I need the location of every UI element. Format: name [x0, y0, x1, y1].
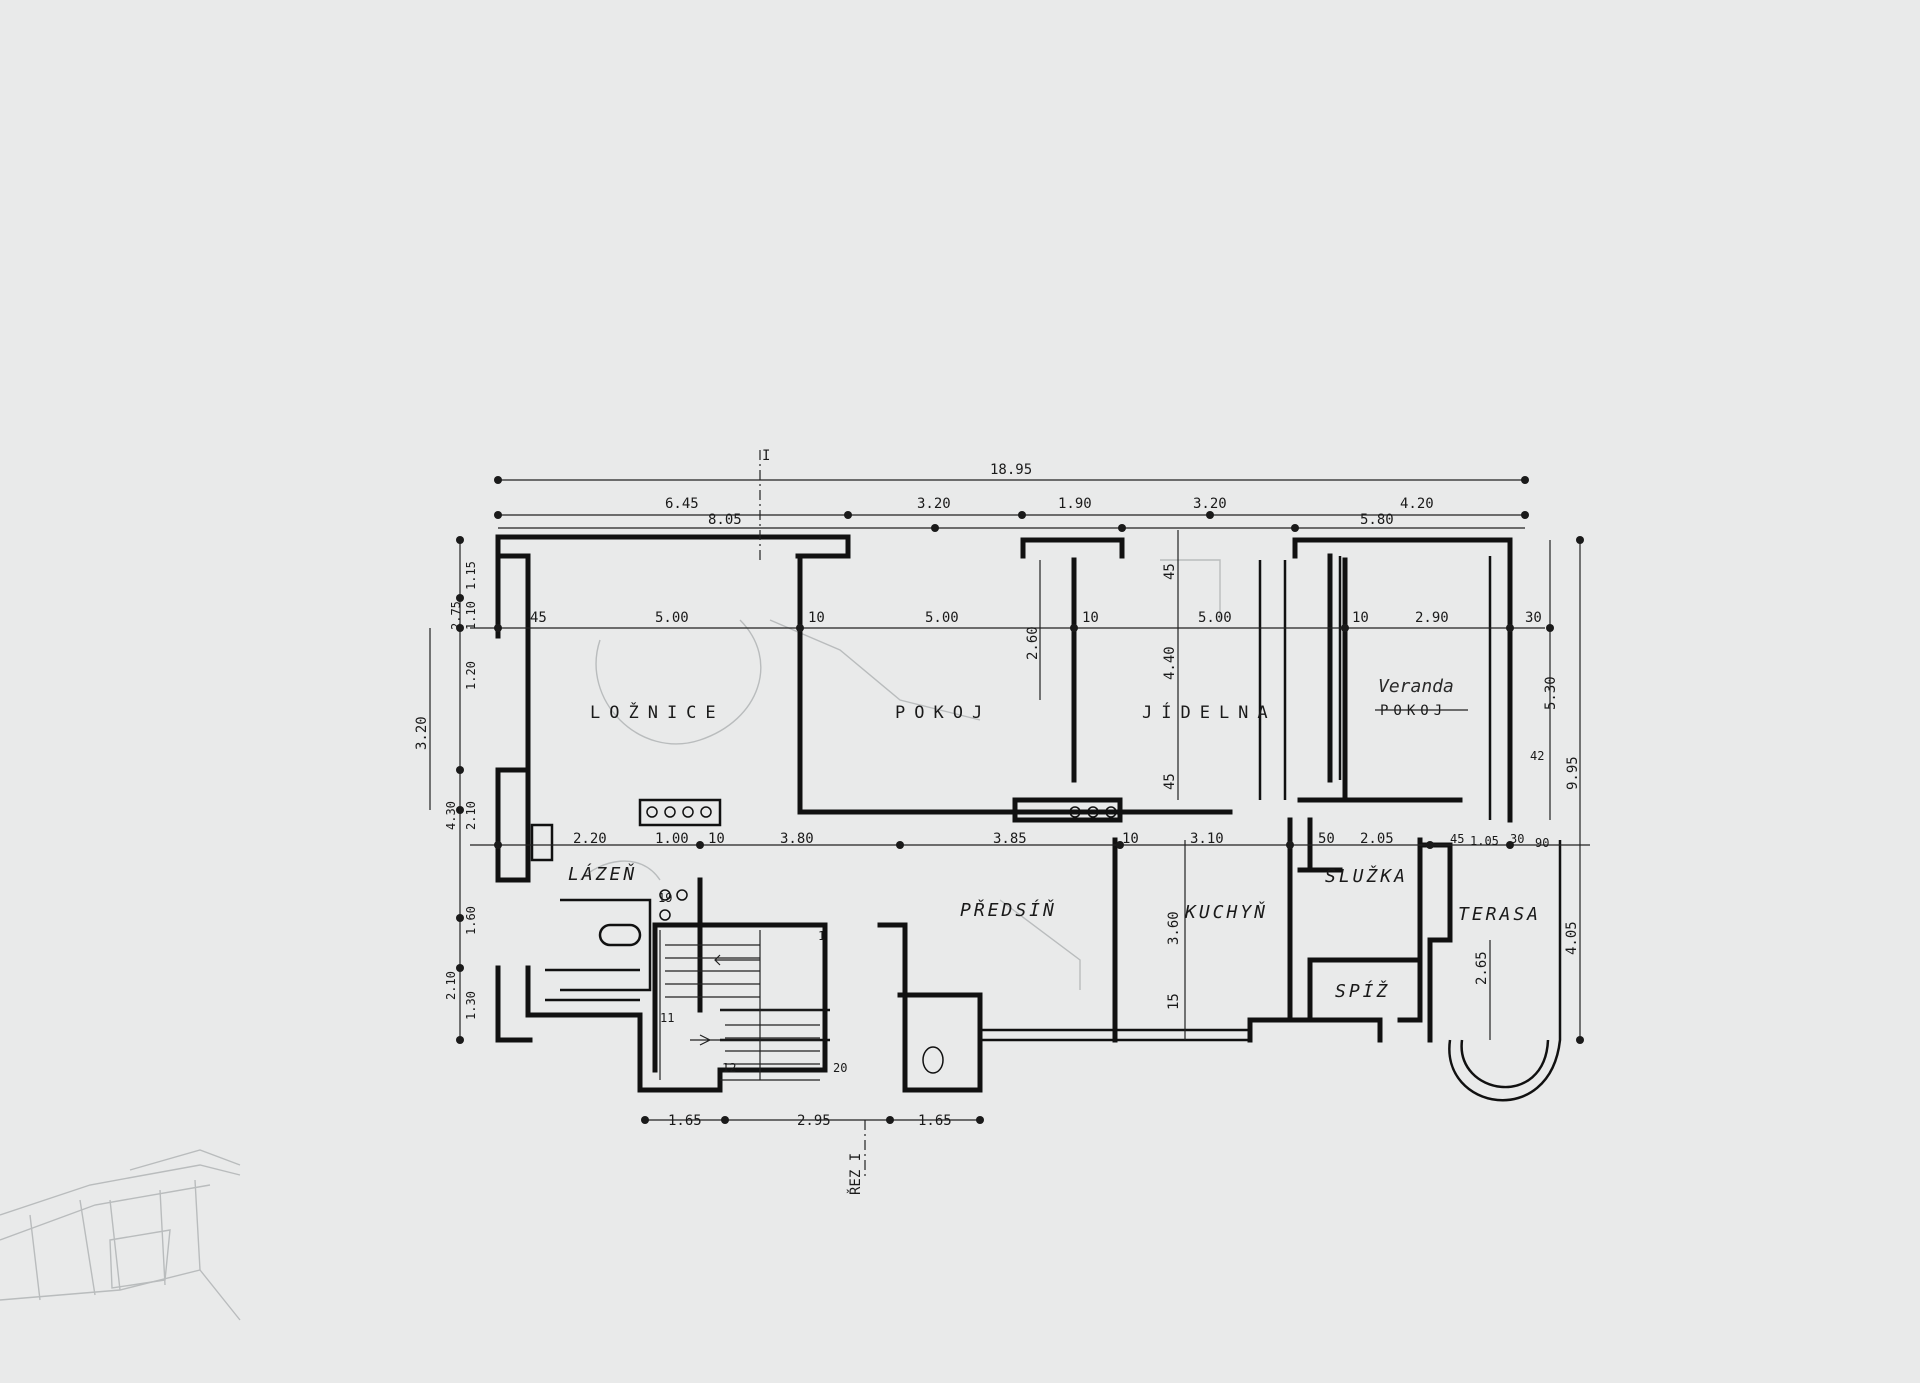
dim-mid-10a: 10 [708, 831, 725, 847]
stair-number-20: 20 [833, 1061, 847, 1075]
stair-number-19: 19 [658, 891, 672, 905]
dim-mid-3-85: 3.85 [993, 831, 1027, 847]
room-label-pokoj: POKOJ [895, 703, 991, 723]
dim-bot-1-65b: 1.65 [918, 1113, 952, 1129]
dim-total-width: 18.95 [990, 462, 1032, 478]
dim-row-5-00c: 5.00 [1198, 610, 1232, 626]
dim-left-1-60: 1.60 [464, 906, 478, 935]
dim-mid-3-10: 3.10 [1190, 831, 1224, 847]
dim-row-45: 45 [530, 610, 547, 626]
dim-left-1-10: 1.10 [464, 601, 478, 630]
room-label-jidelna: JÍDELNA [1142, 701, 1277, 723]
dim-mid-90: 90 [1535, 836, 1549, 850]
section-label: ŘEZ I [847, 1153, 864, 1195]
dim-v-15: 15 [1166, 993, 1182, 1010]
walls [495, 534, 1562, 1102]
dim-1-90: 1.90 [1058, 496, 1092, 512]
dimension-labels: 18.95 6.45 8.05 3.20 1.90 3.20 4.20 5.80… [414, 462, 1581, 1129]
dim-bot-2-95: 2.95 [797, 1113, 831, 1129]
dim-mid-45: 45 [1450, 832, 1464, 846]
room-label-lazen: LÁZEŇ [568, 863, 637, 885]
dim-row-30: 30 [1525, 610, 1542, 626]
dimension-lines [429, 450, 1590, 1180]
dim-left-1-30: 1.30 [464, 991, 478, 1020]
dim-6-45: 6.45 [665, 496, 699, 512]
dim-v-2-60: 2.60 [1025, 626, 1041, 660]
dim-8-05: 8.05 [708, 512, 742, 528]
pencil-sketch [0, 1149, 241, 1321]
dim-v-4-40: 4.40 [1162, 646, 1178, 680]
room-label-loznice: LOŽNICE [590, 701, 725, 723]
pencil-note-42: 42 [1530, 749, 1544, 763]
dim-row-5-00b: 5.00 [925, 610, 959, 626]
stair-number-11: 11 [660, 1011, 674, 1025]
dimension-ticks [456, 476, 1584, 1124]
room-label-terasa: TERASA [1458, 904, 1541, 925]
room-label-veranda: Veranda [1378, 676, 1454, 697]
dim-v-3-60: 3.60 [1166, 911, 1182, 945]
dim-row-10b: 10 [1082, 610, 1099, 626]
room-label-sluzka: SLUŽKA [1325, 865, 1408, 887]
room-label-kuchyn: KUCHYŇ [1184, 901, 1268, 923]
dim-mid-2-20: 2.20 [573, 831, 607, 847]
stair-number-12: 12 [722, 1061, 736, 1075]
dim-v-2-65: 2.65 [1474, 951, 1490, 985]
dim-row-5-00a: 5.00 [655, 610, 689, 626]
dim-v-4-05: 4.05 [1564, 921, 1580, 955]
dim-row-2-90: 2.90 [1415, 610, 1449, 626]
dim-left-1-20: 1.20 [464, 661, 478, 690]
dim-mid-10b: 10 [1122, 831, 1139, 847]
room-label-predsin: PŘEDSÍŇ [960, 899, 1057, 921]
dim-4-20: 4.20 [1400, 496, 1434, 512]
room-label-veranda-struck: POKOJ [1380, 703, 1447, 719]
dim-5-80: 5.80 [1360, 512, 1394, 528]
dim-left-4-30: 4.30 [444, 801, 458, 830]
stair-number-1: 1 [818, 929, 825, 943]
section-mark-top: I [762, 448, 770, 464]
dim-v-5-30: 5.30 [1543, 676, 1559, 710]
dim-mid-1-05: 1.05 [1470, 834, 1499, 848]
dim-left-3-20: 3.20 [414, 716, 430, 750]
room-labels: LOŽNICE POKOJ JÍDELNA Veranda POKOJ LÁZE… [568, 448, 1541, 1195]
dim-bot-1-65a: 1.65 [668, 1113, 702, 1129]
dim-mid-1-00: 1.00 [655, 831, 689, 847]
dim-row-10a: 10 [808, 610, 825, 626]
staircase [659, 930, 820, 1081]
dim-v-45a: 45 [1162, 563, 1178, 580]
dim-mid-3-80: 3.80 [780, 831, 814, 847]
dim-row-10c: 10 [1352, 610, 1369, 626]
dim-left-2-10b: 2.10 [444, 971, 458, 1000]
dim-v-45b: 45 [1162, 773, 1178, 790]
dim-v-9-95: 9.95 [1565, 756, 1581, 790]
dim-left-1-15: 1.15 [464, 561, 478, 590]
pencil-overlay [579, 559, 1221, 990]
dim-mid-2-05: 2.05 [1360, 831, 1394, 847]
room-label-spiz: SPÍŽ [1335, 980, 1390, 1002]
dim-mid-50: 50 [1318, 831, 1335, 847]
dim-3-20b: 3.20 [1193, 496, 1227, 512]
dim-left-2-75: 2.75 [449, 601, 463, 630]
dim-left-2-10a: 2.10 [464, 801, 478, 830]
dim-3-20a: 3.20 [917, 496, 951, 512]
dim-mid-30: 30 [1510, 832, 1524, 846]
